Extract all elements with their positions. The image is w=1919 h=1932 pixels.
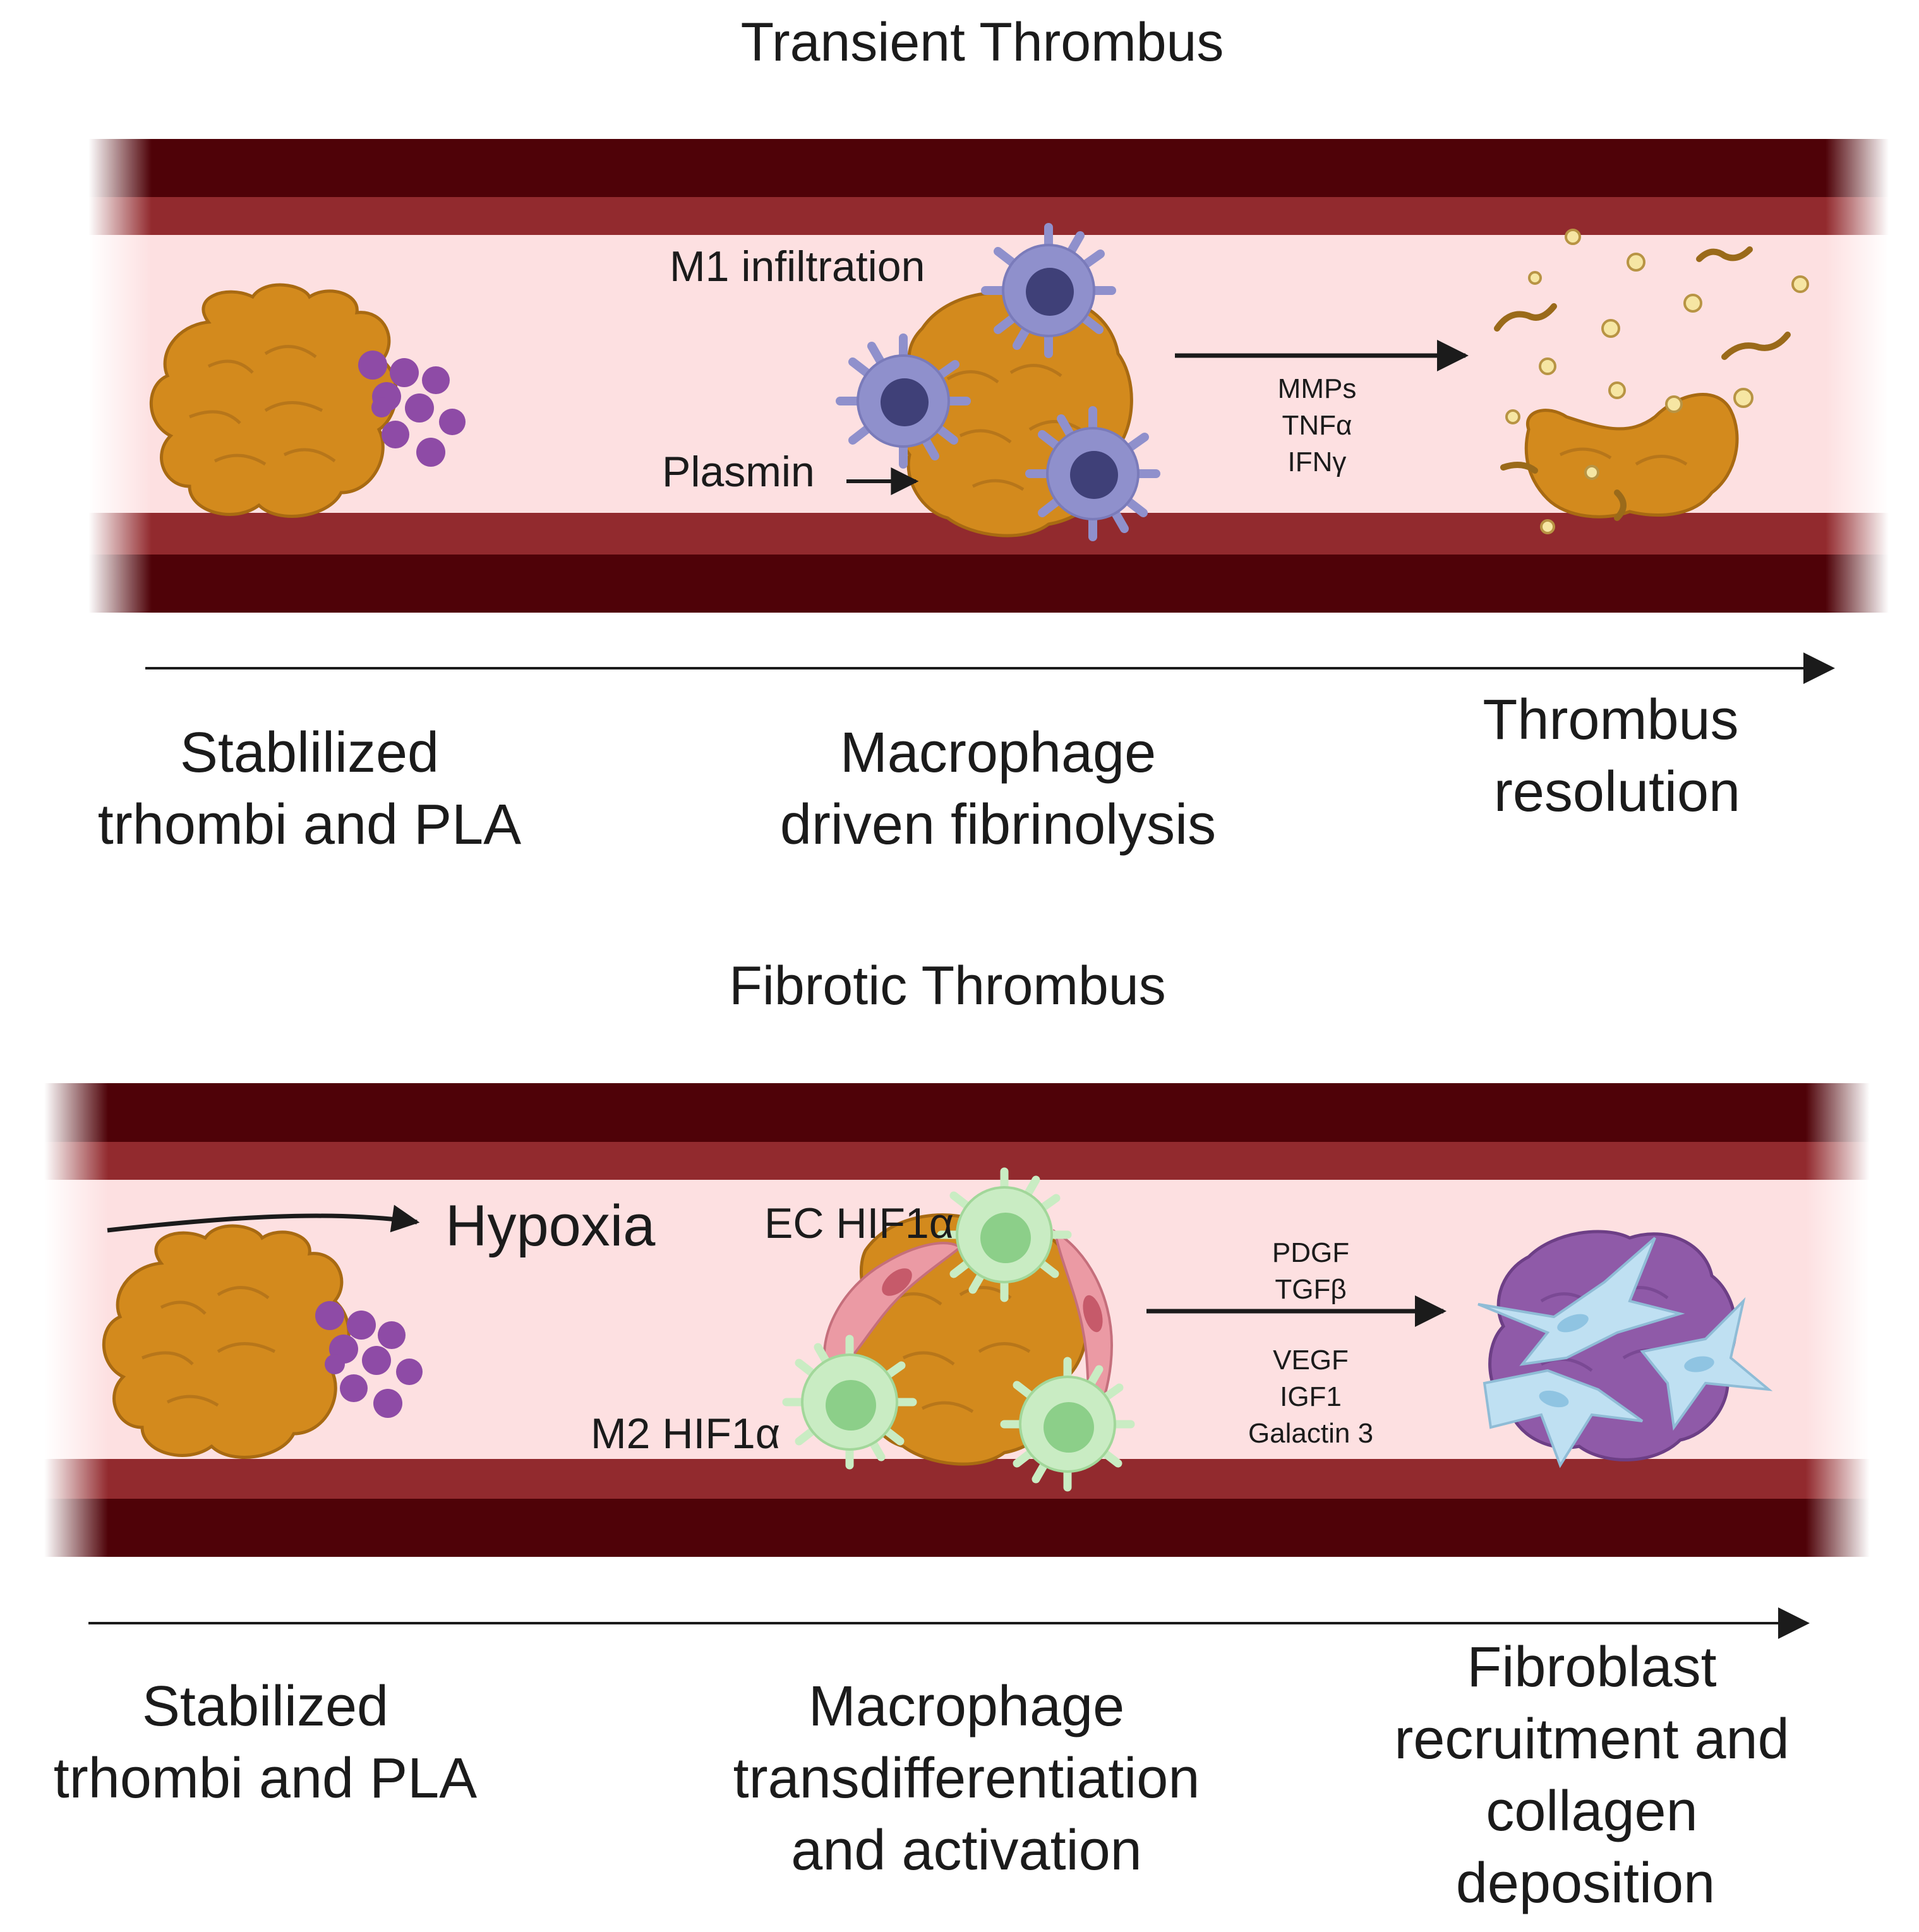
fibrotic-stage-2-label: Macrophage transdifferentiation and acti… <box>733 1675 1200 1882</box>
fibroblast-nuclei <box>1539 1314 1714 1408</box>
m2-hif1a-label: M2 HIF1α <box>591 1410 780 1458</box>
m2-macrophage-right <box>1000 1357 1135 1492</box>
mediator-vegf: VEGF <box>1273 1345 1349 1376</box>
svg-text:Fibroblast: Fibroblast <box>1467 1636 1716 1699</box>
fibrotic-stable-thrombus <box>102 1224 351 1459</box>
svg-text:recruitment and: recruitment and <box>1394 1708 1789 1771</box>
svg-text:trhombi and PLA: trhombi and PLA <box>54 1747 477 1810</box>
m1-macrophage-top <box>981 223 1116 358</box>
fibrotic-stage-3-label: Fibroblast recruitment and collagen depo… <box>1394 1636 1789 1915</box>
svg-text:transdifferentiation: transdifferentiation <box>733 1747 1200 1810</box>
svg-text:Macrophage: Macrophage <box>809 1675 1124 1738</box>
mediator-pdgf: PDGF <box>1272 1237 1349 1268</box>
fibrin-fragments <box>1494 246 1791 521</box>
svg-text:driven fibrinolysis: driven fibrinolysis <box>780 793 1216 856</box>
plasmin-label: Plasmin <box>662 448 815 496</box>
mediator-mmps: MMPs <box>1278 373 1357 404</box>
mediator-tgfb: TGFβ <box>1275 1274 1346 1305</box>
transient-platelet-cluster <box>358 351 466 467</box>
transient-stage-3-label: Thrombus resolution <box>1483 688 1740 824</box>
transient-title: Transient Thrombus <box>741 12 1224 73</box>
svg-text:Stablilized: Stablilized <box>180 721 439 784</box>
svg-text:and activation: and activation <box>791 1819 1141 1882</box>
mediator-galactin3: Galactin 3 <box>1248 1418 1373 1449</box>
svg-text:Macrophage: Macrophage <box>840 721 1156 784</box>
svg-text:resolution: resolution <box>1494 760 1740 824</box>
hypoxia-label: Hypoxia <box>445 1194 656 1258</box>
mediator-tnfa: TNFα <box>1282 410 1352 441</box>
svg-text:trhombi and PLA: trhombi and PLA <box>98 793 521 856</box>
hypoxia-arrow <box>107 1204 420 1233</box>
m2-macrophage-left <box>782 1335 917 1470</box>
transient-stage-2-label: Macrophage driven fibrinolysis <box>780 721 1216 856</box>
fibrotic-title: Fibrotic Thrombus <box>729 956 1165 1016</box>
svg-text:Stabilized: Stabilized <box>142 1675 388 1738</box>
debris-particles <box>1505 229 1809 534</box>
m2-macrophage-top <box>937 1167 1072 1302</box>
svg-text:collagen: collagen <box>1486 1780 1697 1843</box>
mediator-ifng: IFNγ <box>1288 447 1347 477</box>
fibrotic-platelet-cluster <box>315 1301 423 1418</box>
svg-text:deposition: deposition <box>1456 1852 1715 1915</box>
transient-stable-thrombus <box>149 283 398 518</box>
m1-macrophage-left <box>836 333 971 469</box>
mediator-igf1: IGF1 <box>1280 1381 1342 1412</box>
svg-text:Thrombus: Thrombus <box>1483 688 1738 752</box>
resolving-thrombus <box>1524 393 1739 519</box>
m1-macrophage-right <box>1025 406 1160 541</box>
fibrotic-stage-1-label: Stabilized trhombi and PLA <box>54 1675 477 1810</box>
ec-hif1a-label: EC HIF1α <box>764 1199 954 1247</box>
transient-stage-1-label: Stablilized trhombi and PLA <box>98 721 521 856</box>
m1-infiltration-label: M1 infiltration <box>670 243 925 291</box>
